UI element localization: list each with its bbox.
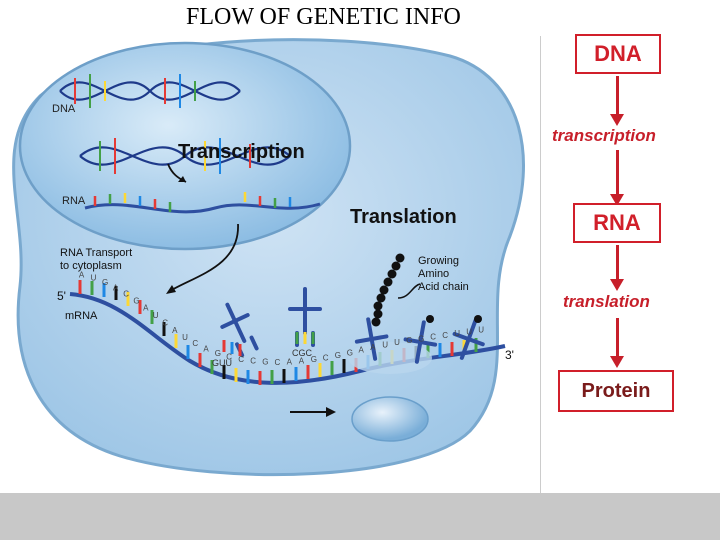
label-dna: DNA: [52, 103, 76, 115]
mrna-base-letter: U: [153, 311, 159, 320]
label-growing-2: Amino: [418, 268, 449, 280]
mrna-base-letter: G: [311, 355, 317, 364]
ribosome-small-subunit: [351, 396, 429, 442]
mrna-base-letter: A: [287, 358, 293, 367]
label-transcription: Transcription: [178, 141, 305, 163]
label-growing-3: Acid chain: [418, 281, 469, 293]
mrna-base-letter: U: [478, 326, 484, 335]
mrna-base-letter: U: [382, 340, 388, 349]
rna-strand: [84, 202, 321, 214]
mrna-base-letter: C: [162, 319, 168, 328]
mrna-base-letter: U: [91, 274, 97, 283]
mrna-base-letter: A: [172, 326, 178, 335]
mrna-base-letter: G: [133, 297, 139, 306]
flow-protein-box: Protein: [558, 370, 674, 412]
flow-arrow-4: [610, 318, 624, 368]
amino-acid-chain: [371, 253, 482, 327]
mrna-base-letter: G: [406, 336, 412, 345]
flow-rna-label: RNA: [593, 210, 641, 235]
mrna-base-letter: C: [323, 353, 329, 362]
mrna-base-letter: C: [442, 331, 448, 340]
mrna-base-letter: U: [182, 333, 188, 342]
flow-translation-label: translation: [563, 292, 650, 311]
mrna-base-letter: U: [454, 329, 460, 338]
label-three-prime: 3': [505, 348, 514, 362]
mrna-base-letter: A: [143, 304, 149, 313]
flow-protein-label: Protein: [581, 379, 651, 402]
dna-helix: [59, 81, 291, 166]
mrna-base-letter: U: [466, 328, 472, 337]
mrna-base-letter: A: [113, 283, 119, 292]
amino-chain-pointer: [397, 283, 421, 299]
label-rna: RNA: [62, 195, 86, 207]
flow-arrow-2: [610, 150, 624, 206]
mrna-base-letter: A: [203, 344, 209, 353]
mrna-base-letter: G: [335, 351, 341, 360]
flow-rna-box: RNA: [573, 203, 661, 243]
trna-anticodon-1: GUU: [212, 358, 232, 368]
flow-arrow-3: [610, 245, 624, 291]
mrna-base-letter: C: [123, 290, 129, 299]
flow-dna-label: DNA: [594, 41, 642, 66]
bottom-band: [0, 493, 720, 540]
mrna-base-letter: C: [238, 355, 244, 364]
mrna-base-letter: C: [250, 357, 256, 366]
cell-diagram: DNA Transcription RNA Translation RNA Tr…: [0, 36, 541, 494]
ribosome-large-subunit: [348, 342, 432, 374]
label-rna-transport-1: RNA Transport: [60, 247, 132, 259]
label-growing-1: Growing: [418, 255, 459, 267]
cell-diagram-svg: DNA Transcription RNA Translation RNA Tr…: [12, 38, 525, 477]
mrna-base-letter: G: [347, 349, 353, 358]
page-title: FLOW OF GENETIC INFO: [186, 4, 461, 30]
trna-anticodon-2: CGC: [292, 348, 313, 358]
mrna-base-letter: A: [370, 343, 376, 352]
flow-arrow-1: [610, 76, 624, 126]
trna-anticodon-bases: [222, 332, 315, 356]
rna-bases: [93, 192, 292, 212]
label-translation: Translation: [350, 206, 457, 228]
mrna-base-letter: G: [418, 334, 424, 343]
mrna-base-letter: A: [299, 357, 305, 366]
flow-dna-box: DNA: [575, 34, 661, 74]
mrna-base-letter: G: [262, 358, 268, 367]
mrna-base-letter: U: [394, 338, 400, 347]
nucleus: [18, 41, 352, 251]
mrna-base-letter: C: [226, 352, 232, 361]
dna-base-pairs: [74, 74, 251, 174]
mrna-base-letter: G: [102, 278, 108, 287]
label-rna-transport-2: to cytoplasm: [60, 260, 122, 272]
flow-transcription-label: transcription: [552, 126, 656, 145]
mrna-base-letter: G: [215, 349, 221, 358]
label-mrna: mRNA: [65, 310, 98, 322]
mrna-base-letter: C: [192, 339, 198, 348]
mrna-base-letter: C: [275, 358, 281, 367]
label-five-prime: 5': [57, 289, 66, 303]
mrna-base-letter: A: [79, 271, 85, 280]
mrna-base-letter: A: [359, 346, 365, 355]
transport-arrow: [169, 223, 239, 292]
mrna-base-letter: C: [430, 333, 436, 342]
